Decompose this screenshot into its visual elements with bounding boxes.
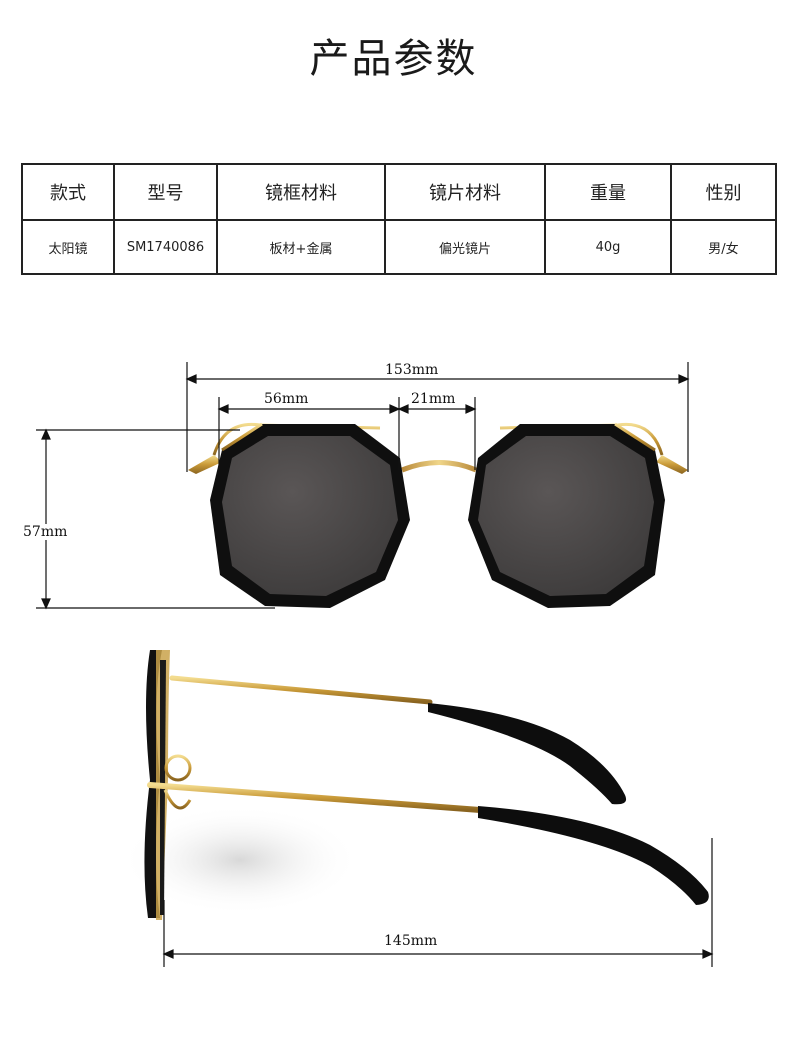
value-lens-material: 偏光镜片 xyxy=(384,219,546,275)
dim-total-width: 153mm xyxy=(385,362,439,378)
header-style: 款式 xyxy=(21,163,115,221)
value-gender: 男/女 xyxy=(670,219,777,275)
side-dimension-lines xyxy=(162,838,714,967)
page-title: 产品参数 xyxy=(309,36,478,82)
header-model: 型号 xyxy=(113,163,218,221)
dim-lens-width: 56mm xyxy=(264,391,309,407)
dim-lens-height: 57mm xyxy=(23,524,68,540)
table-row: 太阳镜 SM1740086 板材+金属 偏光镜片 40g 男/女 xyxy=(21,219,777,275)
value-frame-material: 板材+金属 xyxy=(216,219,386,275)
dim-temple-length: 145mm xyxy=(384,933,438,949)
value-style: 太阳镜 xyxy=(21,219,115,275)
product-params-table: 款式 型号 镜框材料 镜片材料 重量 性别 太阳镜 SM1740086 板材+金… xyxy=(21,163,777,275)
front-view-glasses xyxy=(188,422,688,608)
table-header-row: 款式 型号 镜框材料 镜片材料 重量 性别 xyxy=(21,163,777,221)
value-weight: 40g xyxy=(544,219,672,275)
value-model: SM1740086 xyxy=(113,219,218,275)
side-view-glasses xyxy=(120,650,709,920)
header-lens-material: 镜片材料 xyxy=(384,163,546,221)
header-weight: 重量 xyxy=(544,163,672,221)
dim-bridge-width: 21mm xyxy=(411,391,456,407)
header-gender: 性别 xyxy=(670,163,777,221)
front-dimension-lines xyxy=(36,362,690,610)
header-frame-material: 镜框材料 xyxy=(216,163,386,221)
